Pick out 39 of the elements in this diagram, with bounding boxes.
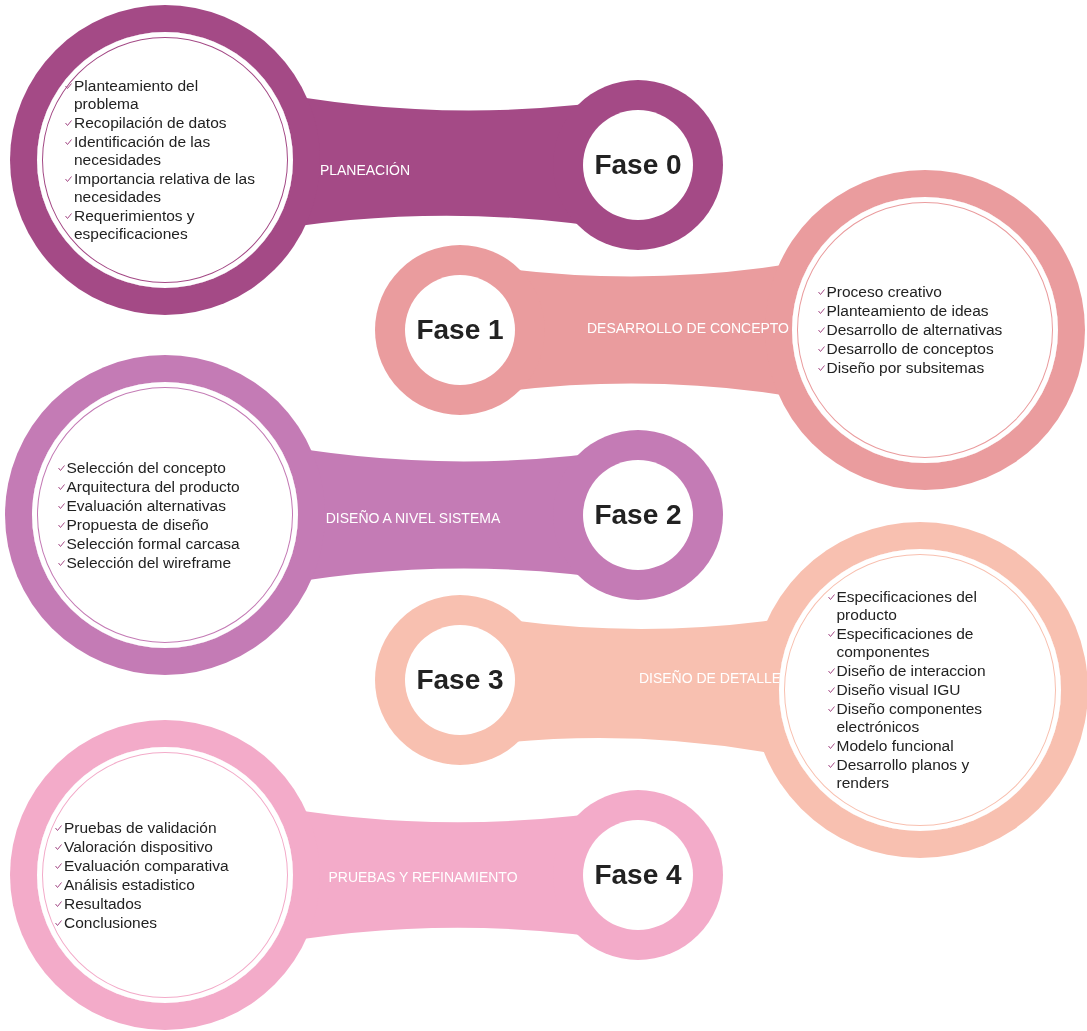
list-item: Conclusiones (64, 913, 158, 932)
phase-label: DESARROLLO DE CONCEPTO (587, 320, 789, 336)
phase-number: Fase 3 (416, 664, 504, 696)
list-item: Importancia relativa de las necesidades (74, 170, 256, 206)
list-item: Planteamiento de ideas (826, 302, 989, 320)
phase-label: DISEÑO DE DETALLE (638, 670, 782, 686)
list-item: Desarrollo de conceptos (826, 340, 994, 358)
phase-number: Fase 2 (594, 499, 682, 531)
list-item: Modelo funcional (836, 737, 954, 755)
list-item: Análisis estadistico (64, 875, 195, 894)
list-item: Desarrollo planos y renders (836, 756, 971, 792)
list-item: Selección formal carcasa (66, 534, 240, 553)
list-item: Evaluación alternativas (66, 496, 226, 515)
list-item: Diseño de interaccion (836, 662, 986, 680)
list-item: Selección del wireframe (66, 553, 232, 572)
list-item: Diseño componentes electrónicos (836, 700, 984, 736)
list-item: Desarrollo de alternativas (826, 321, 1003, 339)
list-item: Recopilación de datos (74, 114, 227, 132)
list-item: Proceso creativo (826, 283, 942, 301)
list-item: Especificaciones de componentes (836, 625, 975, 661)
list-item: Resultados (64, 894, 142, 913)
phase-number: Fase 1 (416, 314, 504, 346)
list-item: Diseño visual IGU (836, 681, 961, 699)
list-item: Evaluación comparativa (64, 856, 229, 875)
list-item: Identificación de las necesidades (74, 133, 212, 169)
list-item: Especificaciones del producto (836, 588, 978, 624)
list-item: Valoración dispositivo (64, 837, 213, 856)
phase-number: Fase 0 (594, 149, 682, 181)
phase-label: PRUEBAS Y REFINAMIENTO (328, 869, 518, 885)
phase-label: DISEÑO A NIVEL SISTEMA (325, 510, 501, 526)
list-item: Planteamiento del problema (74, 77, 200, 113)
list-item: Arquitectura del producto (66, 477, 240, 496)
list-item: Requerimientos y especificaciones (74, 207, 196, 243)
list-item: Diseño por subsitemas (826, 359, 985, 377)
list-item: Propuesta de diseño (66, 515, 209, 534)
list-item: Pruebas de validación (64, 818, 217, 837)
list-item: Selección del concepto (66, 458, 226, 477)
phase-number: Fase 4 (594, 859, 682, 891)
phase-label: PLANEACIÓN (319, 162, 411, 178)
